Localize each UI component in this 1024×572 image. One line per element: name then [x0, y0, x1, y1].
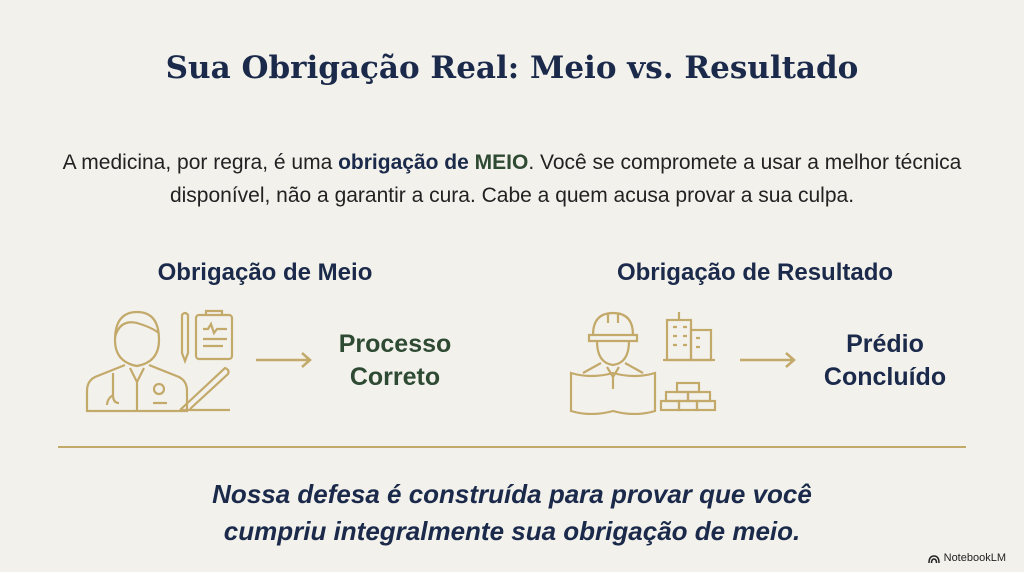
intro-meio: MEIO — [474, 151, 529, 174]
left-heading: Obrigação de Meio — [157, 259, 373, 286]
divider — [58, 446, 966, 448]
engineer-icon — [569, 311, 717, 415]
doctor-icon — [85, 309, 234, 413]
arrow-right-icon-left — [256, 352, 312, 368]
left-result-line1: Processo — [338, 330, 452, 358]
notebooklm-logo-icon — [927, 554, 940, 563]
intro-text-rest: . Você se compromete a usar a melhor téc… — [169, 151, 962, 207]
slide-title: Sua Obrigação Real: Meio vs. Resultado — [165, 50, 859, 86]
brand-watermark: NotebookLM — [927, 552, 1006, 564]
quote-line2: cumpriu integralmente sua obrigação de m… — [223, 516, 801, 546]
closing-quote: Nossa defesa é construída para provar qu… — [0, 476, 1024, 550]
intro-bold: obrigação de — [338, 151, 475, 174]
right-result-line2: Concluído — [823, 363, 947, 391]
intro-paragraph: A medicina, por regra, é uma obrigação d… — [40, 146, 984, 212]
brand-label: NotebookLM — [943, 552, 1006, 564]
left-result-line2: Correto — [349, 363, 441, 391]
quote-line1: Nossa defesa é construída para provar qu… — [212, 479, 812, 509]
right-heading: Obrigação de Resultado — [616, 259, 894, 286]
intro-text: A medicina, por regra, é uma — [62, 151, 339, 174]
arrow-right-icon-right — [740, 352, 796, 368]
right-result-line1: Prédio — [846, 330, 924, 358]
